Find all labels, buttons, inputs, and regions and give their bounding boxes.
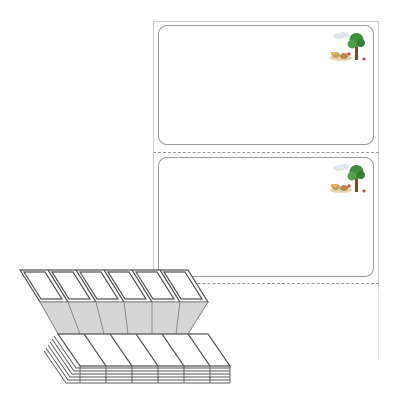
picnic-scene-icon <box>330 164 366 193</box>
fanfold-stack-edges <box>43 335 231 384</box>
fanfold-top-strip <box>18 269 210 303</box>
fanfold-fold-panel <box>39 301 209 335</box>
perforation-line <box>153 152 379 153</box>
picnic-scene-icon <box>330 32 366 61</box>
perforation-line <box>153 283 379 284</box>
label-1 <box>158 25 374 145</box>
label-2 <box>158 157 374 277</box>
fanfold-stack-icon <box>18 269 232 384</box>
fanfold-stack-top <box>56 333 232 367</box>
